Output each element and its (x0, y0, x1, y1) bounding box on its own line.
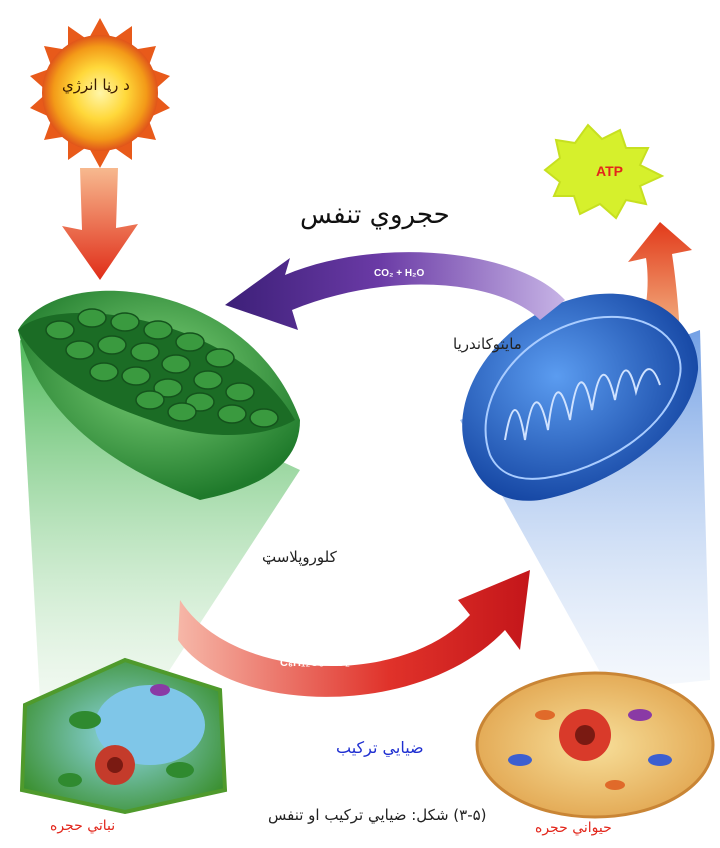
respiration-arrow (225, 252, 565, 330)
figure-caption: (۳-۵) شکل: ضیایي ترکیب او تنفس (268, 806, 487, 824)
light-arrow (62, 168, 138, 280)
animal-cell-label: حیواني حجره (535, 820, 612, 836)
photosynthesis-formula: C₆H₁₂O₆ + O₂ (280, 657, 350, 669)
sun-label: د رڼا انرژي (62, 76, 130, 94)
respiration-title: حجروي تنفس (300, 200, 450, 230)
chloroplast-label: کلوروپلاسټ (262, 548, 337, 566)
respiration-formula: CO₂ + H₂O (374, 268, 424, 279)
plant-cell-label: نباتي حجره (50, 818, 115, 834)
photosynthesis-arrow (178, 570, 530, 697)
mitochondria-label: مایتوکاندریا (453, 335, 522, 353)
animal-cell-icon (477, 673, 713, 817)
atp-label: ATP (596, 163, 623, 179)
photosynthesis-label: ضیایي ترکیب (336, 738, 424, 757)
